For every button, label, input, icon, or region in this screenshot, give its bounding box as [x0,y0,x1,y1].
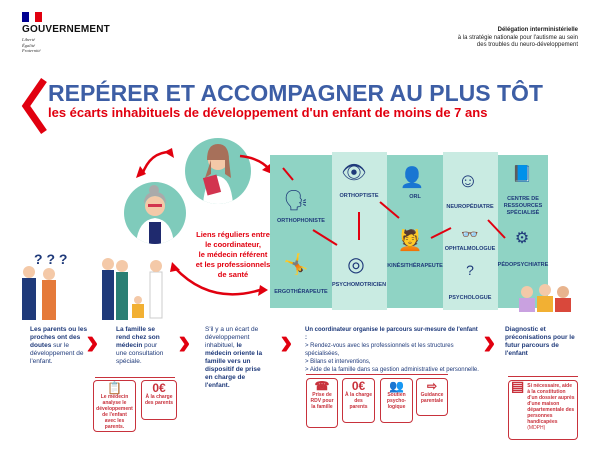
box-text: Soutien psycho-logique [386,392,407,410]
step-doctor-orients: S'il y a un écart de développement inhab… [205,326,269,390]
head-ent-icon: 👤 [399,167,425,189]
step-list-item: > Aide de la famille dans sa gestion adm… [305,367,479,373]
step-family: La famille se rend chez son médecin pour… [116,326,168,366]
pro-orl: ORL [409,194,421,200]
doctor-avatar [124,182,186,244]
box-text: À la charge des parents [144,394,174,406]
step-diagnosis: Diagnostic et préconisations pour le fut… [505,326,575,358]
gear-head-icon: ⚙ [514,230,530,247]
eye-icon: 👁 [341,162,367,184]
pro-ergotherapeute: ERGOTHÉRAPEUTE [274,289,328,295]
brochure-panel [387,155,443,308]
delegation-label: Délégation interministérielle à la strat… [458,27,578,50]
info-box: ⇨Guidance parentale [416,378,448,416]
info-box: 0€À la charge des parents [342,378,375,423]
caption-line: le coordinateur, [205,240,261,249]
children-illustration [519,284,571,312]
clipboard-icon: 📋 [107,381,122,395]
motto-line: Fraternité [22,48,41,53]
motto-line: Liberté [22,37,35,42]
book-icon: 📘 [512,166,532,183]
person-stretch-icon: 🤸 [283,254,309,276]
box-text: Le médecin analyse le développement de l… [96,394,133,430]
caption-line: Liens réguliers entre [196,230,270,239]
pro-orthoptiste: ORTHOPTISTE [339,193,379,199]
links-caption: Liens réguliers entre le coordinateur, l… [183,230,283,280]
step-text: S'il y a un écart de développement inhab… [205,326,259,349]
phone-person-icon: ☎ [314,379,330,393]
box-text: À la charge des parents [345,392,372,410]
glasses-icon: 👓 [461,226,479,242]
step-coordinator: Un coordinateur organise le parcours sur… [305,326,480,374]
step-bold: Un coordinateur organise le parcours sur… [305,327,478,341]
zero-euro-icon: 0€ [152,381,166,395]
chevron-right-icon: › [178,321,191,363]
pro-centre-ressources: CENTRE DE RESSOURCES SPÉCIALISÉ [503,196,543,216]
delegation-line: Délégation interministérielle [497,27,578,33]
step-bold: Diagnostic et préconisations pour le fut… [505,326,575,357]
box-text: Prise de RDV pour la famille [310,392,334,410]
family-illustration: ? ? ? [22,251,163,320]
box-text: Si nécessaire, aide à la constitution d'… [527,383,575,425]
pro-kinesitherapeute: KINÉSITHÉRAPEUTE [387,263,443,269]
box-text: Guidance parentale [420,392,444,404]
step-text: pour une consultation spéciale. [116,342,164,365]
brochure-panel [443,152,498,310]
step-list-item: > Rendez-vous avec les professionnels et… [305,343,454,357]
coordinator-avatar [185,138,251,204]
ball-icon: ◎ [347,254,365,276]
baby-face-icon: ☺ [457,170,479,192]
step-bold: Les parents ou les proches ont des doute… [30,326,88,349]
signpost-icon: ⇨ [426,379,438,393]
info-box: 📋Le médecin analyse le développement de … [93,380,136,432]
motto: Liberté Égalité Fraternité [22,37,41,54]
brochure-panel [498,155,548,308]
step-text: sur le développement de l'enfant. [30,342,84,365]
divider [95,377,175,379]
government-logo: GOUVERNEMENT [22,24,110,35]
step-bold: le médecin oriente la famille vers un di… [205,342,263,389]
svg-text:? ? ?: ? ? ? [34,251,67,267]
delegation-line: des troubles du neuro-développement [476,42,578,48]
pro-ophtalmologue: OPHTALMOLOGUE [444,246,496,252]
file-icon: ▤ [511,378,525,394]
flag-logo [22,12,43,22]
motto-line: Égalité [22,42,35,48]
step-list-item: > Bilans et interventions, [305,359,371,365]
speech-head-icon: 🗣 [283,190,309,212]
link-arrows-icon [136,148,272,296]
divider [306,374,448,376]
question-head-icon: ? [466,262,474,278]
pathway-arrows-icon [282,167,506,246]
pro-pedopsychiatre: PÉDOPSYCHIATRE [497,262,549,268]
step-bold: La famille se rend chez son médecin [116,326,160,349]
divider [508,376,578,378]
chevron-decoration-icon [21,78,47,134]
zero-euro-icon: 0€ [351,379,366,393]
caption-line: et les professionnels [195,260,271,269]
box-abbr: (MDPH) [527,425,546,431]
info-box: ☎Prise de RDV pour la famille [306,378,338,428]
caption-line: le médecin référent [198,250,268,259]
mdph-text: Si nécessaire, aide à la constitution d'… [527,383,575,437]
mdph-box: ▤ Si nécessaire, aide à la constitution … [508,378,578,440]
chevron-right-icon: › [86,321,99,363]
massage-icon: 💆 [397,230,423,252]
chevron-right-icon: › [483,321,496,363]
page-subtitle: les écarts inhabituels de développement … [48,105,488,120]
pro-psychomotricien: PSYCHOMOTRICIEN [331,282,387,288]
pro-orthophoniste: ORTHOPHONISTE [277,218,325,224]
two-people-icon: 👥 [389,379,404,393]
pro-psychologue: PSYCHOLOGUE [448,295,492,301]
chevron-right-icon: › [280,321,293,363]
step-parents: Les parents ou les proches ont des doute… [30,326,90,366]
pro-neuropediatre: NEUROPÉDIATRE [446,204,494,210]
page-title: REPÉRER ET ACCOMPAGNER AU PLUS TÔT [48,80,543,106]
info-box: 0€À la charge des parents [141,380,177,420]
info-box: 👥Soutien psycho-logique [380,378,413,423]
caption-line: de santé [217,270,249,279]
delegation-line: à la stratégie nationale pour l'autisme … [457,34,578,41]
brochure-panel [270,155,332,308]
